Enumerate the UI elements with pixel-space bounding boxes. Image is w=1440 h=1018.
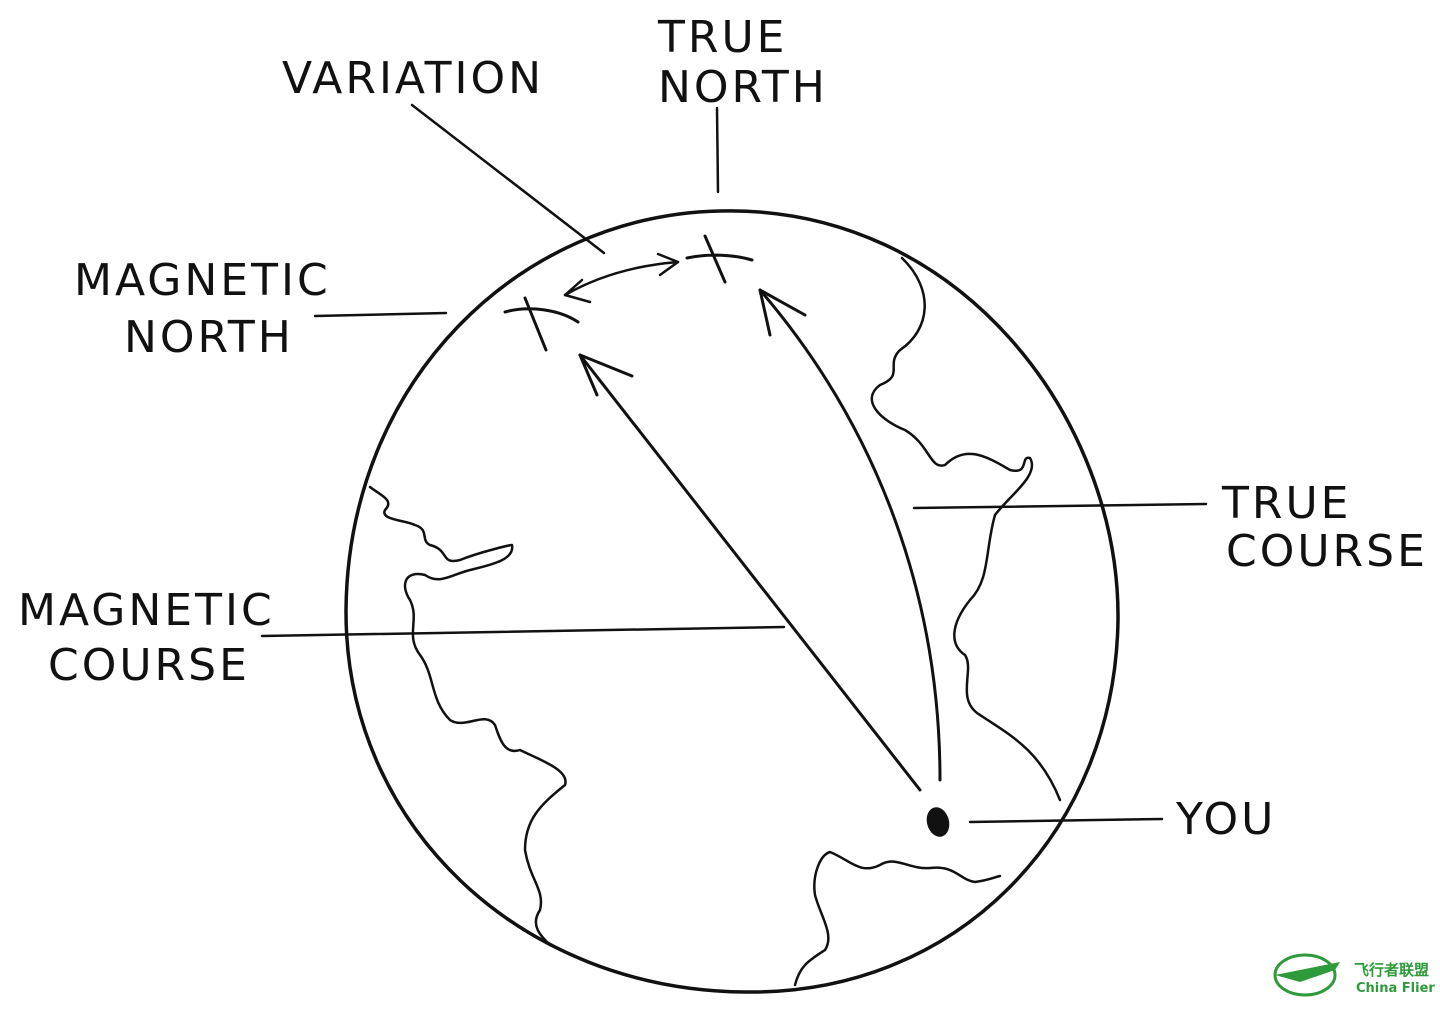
magnetic-north-label-line2: NORTH xyxy=(124,312,294,363)
variation-arrowhead-right xyxy=(656,252,680,277)
magnetic-course-label-line2: COURSE xyxy=(48,640,250,691)
magnetic-north-leader-line xyxy=(313,311,448,318)
variation-arrowhead-left xyxy=(563,278,592,304)
true-course-label-line1: TRUE xyxy=(1221,478,1351,529)
variation-leader-line xyxy=(410,103,606,255)
globe-outline xyxy=(344,209,1120,994)
china-flier-watermark: 飞行者联盟 China Flier xyxy=(1273,953,1435,997)
true-north-leader-line xyxy=(715,106,720,194)
continent-east-coastline xyxy=(870,256,1062,802)
true-north-marker xyxy=(685,234,754,284)
variation-label: VARIATION xyxy=(282,53,544,104)
continent-south-coastline xyxy=(793,850,1002,987)
true-course-arrow xyxy=(758,288,942,782)
true-north-label-line2: NORTH xyxy=(658,62,828,113)
variation-arrow xyxy=(563,260,680,297)
magnetic-course-arrowhead xyxy=(578,353,634,397)
true-course-leader-line xyxy=(912,502,1208,510)
magnetic-course-leader-line xyxy=(260,625,786,638)
magnetic-north-marker xyxy=(503,296,580,352)
magnetic-north-label-line1: MAGNETIC xyxy=(74,255,331,306)
watermark-english-text: China Flier xyxy=(1356,981,1435,996)
true-course-arrowhead xyxy=(758,288,807,337)
you-leader-line xyxy=(968,817,1164,824)
magnetic-course-arrow xyxy=(578,353,922,792)
you-label: YOU xyxy=(1175,794,1276,845)
you-position-dot xyxy=(926,807,950,837)
true-north-label-line1: TRUE xyxy=(657,12,787,63)
true-course-label-line2: COURSE xyxy=(1226,526,1428,577)
continent-west-coastline xyxy=(368,485,567,947)
watermark-plane-icon xyxy=(1275,962,1340,982)
magnetic-course-label-line1: MAGNETIC xyxy=(18,585,275,636)
watermark-chinese-text: 飞行者联盟 xyxy=(1354,961,1429,979)
